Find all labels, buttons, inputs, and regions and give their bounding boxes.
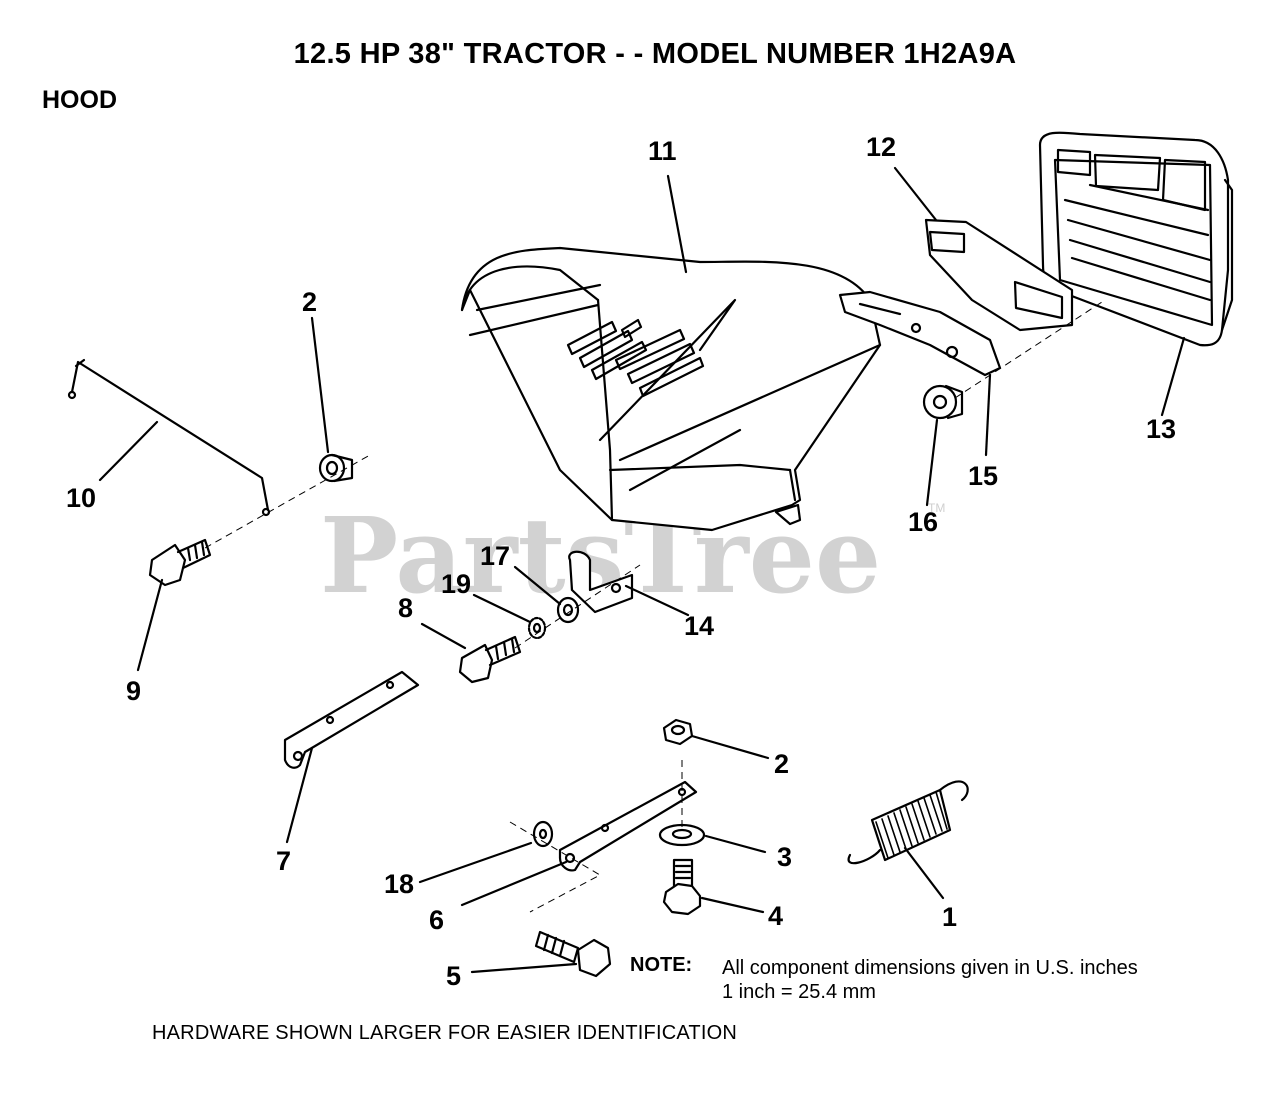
diagram-title: 12.5 HP 38" TRACTOR - - MODEL NUMBER 1H2… — [293, 38, 1017, 70]
part-number-2-upper: 2 — [302, 287, 317, 317]
note-line-2: 1 inch = 25.4 mm — [722, 981, 876, 1003]
trim-part-12 — [924, 218, 1074, 332]
bracket-part-15 — [838, 290, 1002, 377]
axis-line-hardware-a — [509, 821, 602, 913]
leader-14 — [624, 584, 690, 617]
leader-15 — [984, 373, 992, 457]
part-number-7: 7 — [276, 846, 291, 876]
note-label: NOTE: — [630, 954, 693, 976]
part-number-9: 9 — [126, 676, 141, 706]
section-label: HOOD — [42, 86, 117, 114]
part-number-3: 3 — [777, 842, 792, 872]
axis-line-rod — [204, 454, 371, 549]
part-number-10: 10 — [66, 483, 96, 513]
leader-18 — [418, 841, 533, 884]
leader-1 — [903, 846, 945, 900]
leader-17 — [513, 565, 562, 606]
washer-part-17 — [556, 596, 580, 624]
leader-3 — [704, 834, 767, 854]
part-number-5: 5 — [446, 961, 461, 991]
axis-line-grille — [954, 299, 1106, 399]
leader-16 — [925, 418, 939, 507]
part-number-11: 11 — [648, 136, 677, 166]
note-line-1: All component dimensions given in U.S. i… — [722, 957, 1138, 979]
footer-caption: HARDWARE SHOWN LARGER FOR EASIER IDENTIF… — [152, 1022, 737, 1044]
leader-6 — [460, 860, 568, 907]
leader-2a — [310, 316, 330, 454]
nut-part-2-upper — [318, 453, 354, 483]
rod-part-10 — [67, 358, 271, 517]
axis-line-clip — [514, 564, 641, 649]
lockwasher-part-19 — [527, 616, 547, 640]
leader-19 — [472, 593, 532, 624]
watermark-tm: TM — [928, 501, 945, 515]
washer-part-3 — [658, 823, 706, 847]
part-number-12: 12 — [866, 132, 896, 162]
clip-part-14 — [568, 550, 634, 614]
leader-12 — [893, 166, 938, 222]
grommet-part-16 — [922, 384, 964, 420]
part-number-17: 17 — [480, 541, 510, 571]
bolt-part-5 — [534, 930, 612, 978]
bolt-part-8 — [458, 635, 522, 684]
spring-part-1 — [847, 780, 969, 865]
part-number-4: 4 — [768, 901, 783, 931]
part-number-15: 15 — [968, 461, 998, 491]
part-number-14: 14 — [684, 611, 714, 641]
bolt-part-9 — [148, 538, 212, 587]
part-number-13: 13 — [1146, 414, 1176, 444]
washer-part-18 — [532, 820, 554, 848]
leader-2b — [690, 734, 770, 760]
brace-part-7 — [283, 670, 420, 769]
nut-part-2-lower — [662, 718, 694, 746]
leader-10 — [98, 420, 159, 482]
leader-11 — [666, 174, 688, 274]
part-number-6: 6 — [429, 905, 444, 935]
bolt-part-4 — [662, 858, 702, 916]
part-number-8: 8 — [398, 593, 413, 623]
part-number-1: 1 — [942, 902, 957, 932]
leader-5 — [470, 962, 578, 974]
part-number-16: 16 — [908, 507, 938, 537]
part-number-2-lower: 2 — [774, 749, 789, 779]
leader-13 — [1160, 336, 1186, 417]
leader-4 — [700, 896, 765, 914]
hood-part-11 — [460, 246, 882, 532]
note-text: All component dimensions given in U.S. i… — [722, 956, 1138, 1004]
leader-7 — [285, 746, 314, 844]
strap-part-6 — [558, 780, 698, 872]
part-number-18: 18 — [384, 869, 414, 899]
leader-9 — [136, 578, 164, 672]
part-number-19: 19 — [441, 569, 471, 599]
leader-8 — [420, 622, 467, 650]
grille-part-13 — [1038, 131, 1234, 347]
